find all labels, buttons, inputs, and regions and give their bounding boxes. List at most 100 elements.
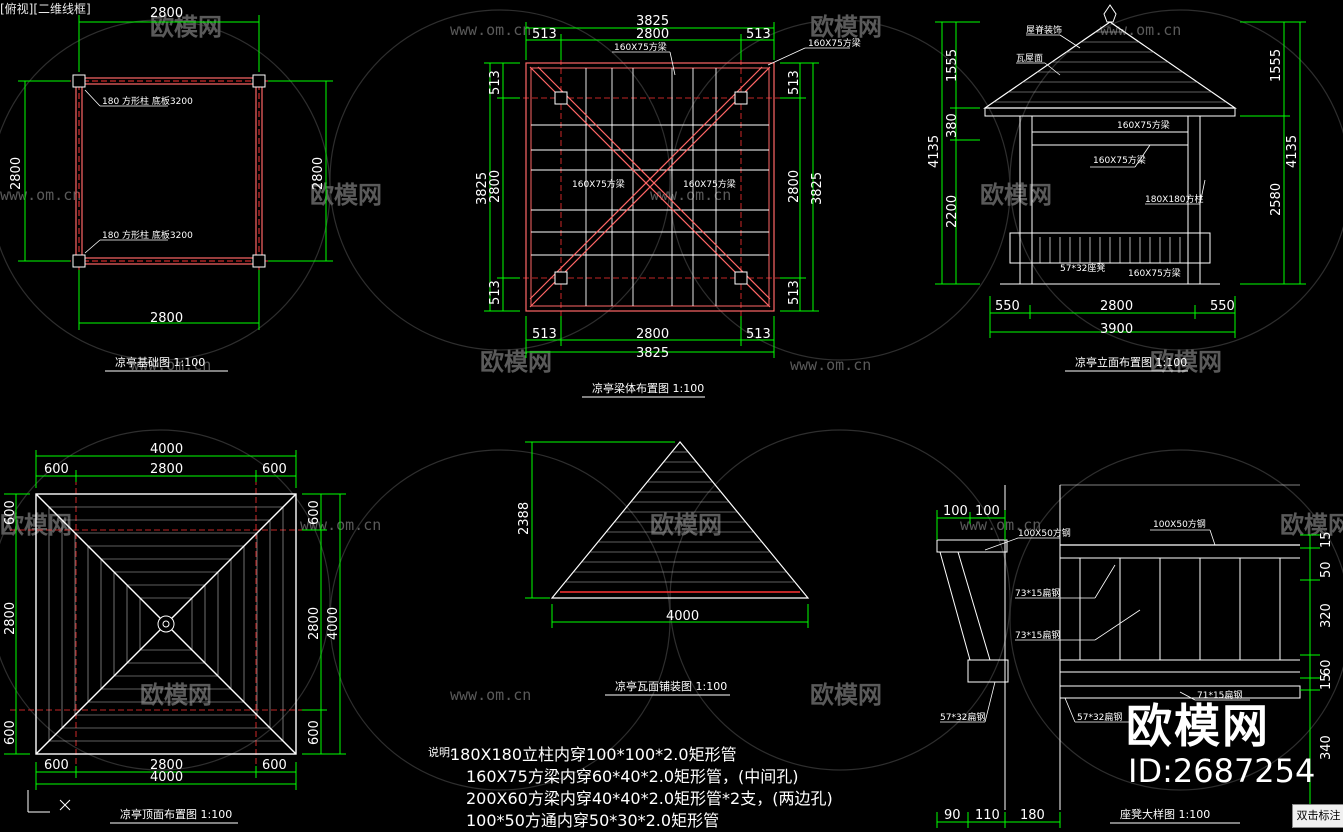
watermark-url: www.om.cn bbox=[450, 686, 531, 704]
annotation-label: 160X75方梁 bbox=[1128, 267, 1181, 279]
dim-text: 600 bbox=[307, 500, 322, 525]
annotation-label: 瓦屋面 bbox=[1016, 53, 1043, 64]
elevation-view[interactable]: 1555 380 4135 2200 1555 4135 2580 550 28… bbox=[927, 4, 1306, 372]
roof-tile-view[interactable]: 2388 4000 凉亭瓦面铺装图 1:100 bbox=[517, 441, 810, 696]
dim-text: 513 bbox=[532, 327, 557, 342]
foundation-dimension-lines bbox=[18, 15, 333, 330]
dim-text: 1555 bbox=[1269, 49, 1284, 82]
dim-text: 600 bbox=[307, 720, 322, 745]
annotation-label: 160X75方梁 bbox=[572, 178, 625, 190]
seat-balusters bbox=[1079, 558, 1281, 660]
seat-top bbox=[936, 539, 1008, 553]
watermark-brand: 欧模网 bbox=[150, 13, 222, 41]
purlin-grid bbox=[531, 68, 769, 306]
dim-text: 15 bbox=[1319, 531, 1334, 548]
dim-text: 2800 bbox=[311, 157, 326, 190]
roof-outline bbox=[35, 493, 297, 755]
dim-text: 180 bbox=[1020, 808, 1045, 823]
annotation-label: 100X50方钢 bbox=[1153, 518, 1206, 530]
watermark-brand: 欧模网 bbox=[140, 681, 212, 709]
seat-slats bbox=[1039, 237, 1181, 263]
watermark-brand: 欧模网 bbox=[1280, 511, 1343, 539]
watermark-url: www.om.cn bbox=[790, 356, 871, 374]
foundation-plan-view[interactable]: 2800 2800 2800 2800 180 方形柱 底板3200 180 方… bbox=[9, 6, 333, 372]
dim-text: 3825 bbox=[475, 172, 490, 205]
dim-text: 3825 bbox=[636, 14, 669, 29]
roof-shingles bbox=[994, 31, 1226, 103]
annotation-label: 57*32扁钢 bbox=[940, 711, 985, 723]
watermark-brand: 欧模网 bbox=[810, 13, 882, 41]
dim-text: 320 bbox=[1319, 603, 1334, 628]
leader-lines bbox=[84, 89, 168, 254]
seat-board bbox=[1059, 685, 1301, 699]
beam-dimension-lines bbox=[484, 22, 819, 358]
bracket bbox=[939, 551, 991, 661]
annotation-label: 57*32座凳 bbox=[1060, 262, 1105, 274]
beam-outline bbox=[530, 67, 770, 307]
notes-block[interactable]: 说明: 180X180立柱内穿100*100*2.0矩形管 160X75方梁内穿… bbox=[428, 745, 833, 830]
dim-text: 100 bbox=[943, 504, 968, 519]
brand-logo-text: 欧模网 bbox=[1126, 699, 1270, 753]
view-title: 凉亭立面布置图 1:100 bbox=[1075, 355, 1187, 369]
column-footings bbox=[72, 74, 266, 268]
dim-text: 90 bbox=[944, 808, 961, 823]
roof-tile-dimension-lines bbox=[525, 441, 809, 628]
dim-text: 2800 bbox=[150, 311, 183, 326]
dim-text: 60 bbox=[1319, 659, 1334, 676]
dim-text: 2800 bbox=[150, 462, 183, 477]
watermark-brand: 欧模网 bbox=[980, 181, 1052, 209]
roof-plan-dimension-lines bbox=[4, 450, 346, 790]
watermark-brand: 欧模网 bbox=[810, 681, 882, 709]
dim-text: 2800 bbox=[9, 157, 24, 190]
annotation-label: 160X75方梁 bbox=[1117, 119, 1170, 131]
watermark-circles bbox=[0, 9, 1343, 791]
watermark-url: www.om.cn bbox=[130, 356, 211, 374]
dim-text: 4000 bbox=[150, 770, 183, 785]
dim-text: 100 bbox=[975, 504, 1000, 519]
view-title: 凉亭瓦面铺装图 1:100 bbox=[615, 679, 727, 693]
hip-beams bbox=[529, 66, 771, 308]
watermark-url: www.om.cn bbox=[960, 516, 1041, 534]
dim-text: 4000 bbox=[666, 609, 699, 624]
note-line: 180X180立柱内穿100*100*2.0矩形管 bbox=[450, 745, 737, 764]
dim-text: 340 bbox=[1319, 735, 1334, 760]
dim-text: 600 bbox=[3, 720, 18, 745]
roof-plan-view[interactable]: 4000 600 2800 600 600 2800 600 4000 600 … bbox=[3, 442, 346, 824]
dim-text: 600 bbox=[262, 462, 287, 477]
beam-layout-view[interactable]: 3825 2800 513 513 2800 3825 513 513 3825… bbox=[475, 14, 861, 398]
viewport-label[interactable]: [俯视][二维线框] bbox=[0, 2, 91, 16]
dim-text: 513 bbox=[488, 70, 503, 95]
dim-text: 513 bbox=[532, 27, 557, 42]
dim-text: 513 bbox=[746, 27, 771, 42]
annotation-status-button[interactable]: 双击标注 bbox=[1292, 804, 1343, 828]
dim-text: 2800 bbox=[488, 170, 503, 203]
dim-text: 2580 bbox=[1269, 183, 1284, 216]
dim-text: 2800 bbox=[636, 327, 669, 342]
annotation-label: 屋脊装饰 bbox=[1026, 24, 1062, 36]
dim-text: 4135 bbox=[1285, 135, 1300, 168]
annotation-label: 160X75方梁 bbox=[683, 178, 736, 190]
leader-lines bbox=[1016, 34, 1206, 205]
eave-board bbox=[984, 107, 1236, 117]
annotation-label: 57*32扁钢 bbox=[1077, 711, 1122, 723]
notes-heading: 说明: bbox=[428, 745, 454, 759]
dim-text: 4000 bbox=[326, 607, 341, 640]
annotation-label: 73*15扁钢 bbox=[1015, 587, 1060, 599]
model-id-text: ID:2687254 bbox=[1128, 752, 1316, 790]
annotation-label: 73*15扁钢 bbox=[1015, 629, 1060, 641]
annotation-label: 100X50方钢 bbox=[1018, 527, 1071, 539]
dim-text: 600 bbox=[44, 462, 69, 477]
roof-triangle bbox=[550, 441, 810, 599]
view-title: 凉亭基础图 1:100 bbox=[115, 355, 205, 369]
seat-detail-view[interactable]: 100 100 15 50 320 60 15 340 90 110 180 1… bbox=[936, 484, 1334, 828]
watermark-url: www.om.cn bbox=[1100, 21, 1181, 39]
view-title: 座凳大样图 1:100 bbox=[1120, 807, 1210, 821]
annotation-label: 160X75方梁 bbox=[1093, 154, 1146, 166]
dim-text: 2800 bbox=[787, 170, 802, 203]
annotation-label: 180 方形柱 底板3200 bbox=[102, 229, 193, 241]
dim-text: 50 bbox=[1319, 561, 1334, 578]
annotation-label: 180X180方柱 bbox=[1145, 193, 1204, 205]
dim-text: 15 bbox=[1319, 673, 1334, 690]
dim-text: 3900 bbox=[1100, 322, 1133, 337]
